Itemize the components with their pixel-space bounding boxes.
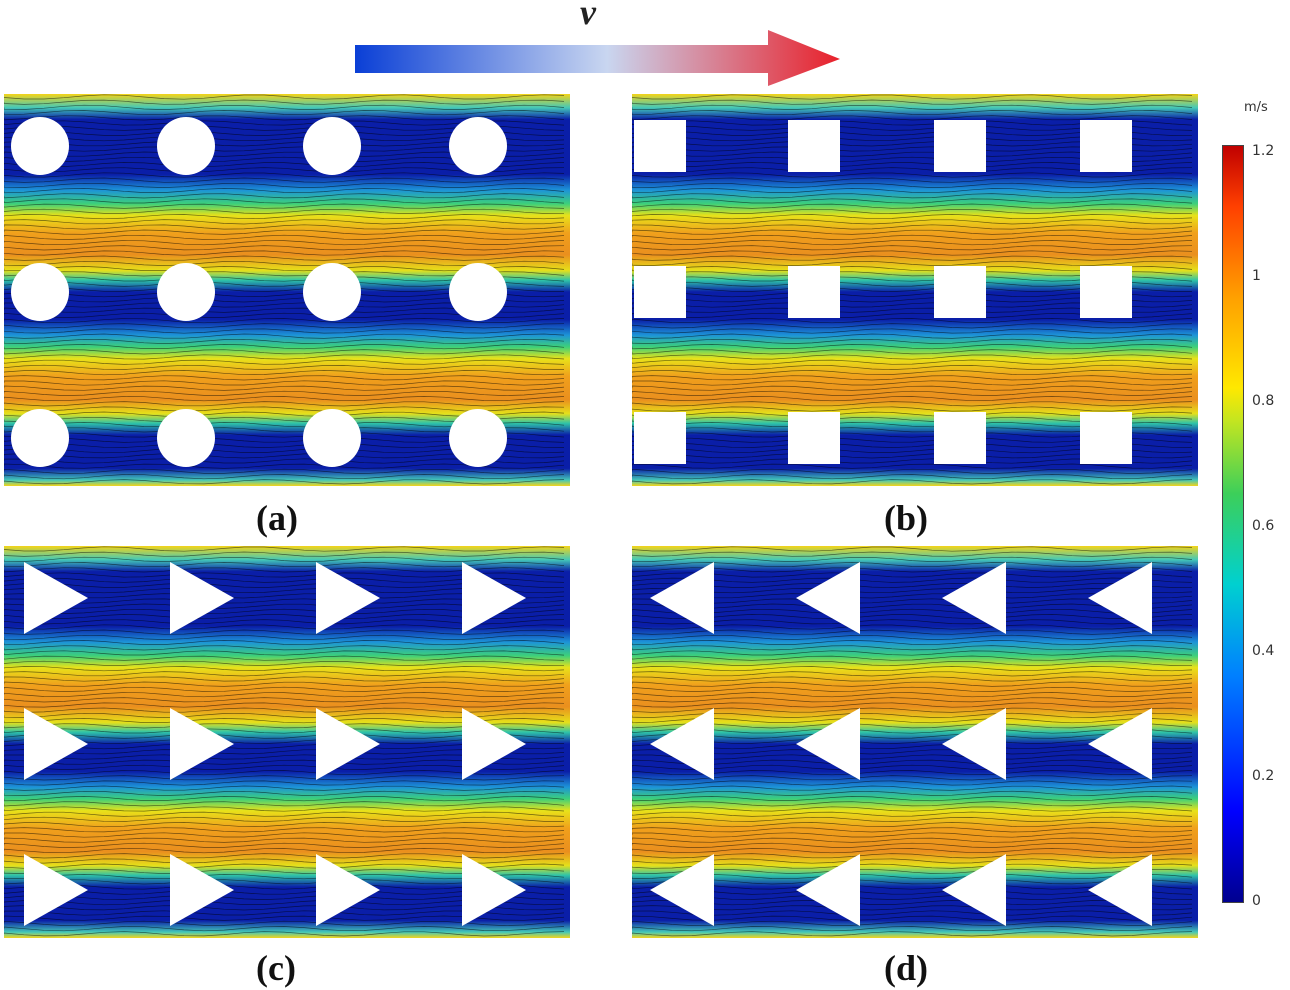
colorbar-tick-0-8: 0.8 <box>1252 393 1275 409</box>
panel-label-c: (c) <box>256 948 296 988</box>
panel-label-d: (d) <box>884 948 928 988</box>
colorbar-tick-1: 1 <box>1252 268 1261 284</box>
velocity-symbol: v <box>580 0 596 32</box>
flow-direction-arrow <box>355 30 840 86</box>
colorbar-tick-0-6: 0.6 <box>1252 518 1275 534</box>
panel-label-b: (b) <box>884 498 928 538</box>
velocity-colorbar <box>1222 145 1244 903</box>
panel-c-right-triangle-obstacles <box>4 546 570 938</box>
panel-d-left-triangle-obstacles <box>632 546 1198 938</box>
colorbar-tick-0-2: 0.2 <box>1252 768 1275 784</box>
panel-b-square-obstacles <box>632 94 1198 486</box>
colorbar-tick-0-4: 0.4 <box>1252 643 1275 659</box>
panel-a-circle-obstacles <box>4 94 570 486</box>
colorbar-tick-1-2: 1.2 <box>1252 143 1275 159</box>
colorbar-unit: m/s <box>1244 100 1268 115</box>
panel-label-a: (a) <box>256 498 298 538</box>
colorbar-tick-0: 0 <box>1252 893 1261 909</box>
